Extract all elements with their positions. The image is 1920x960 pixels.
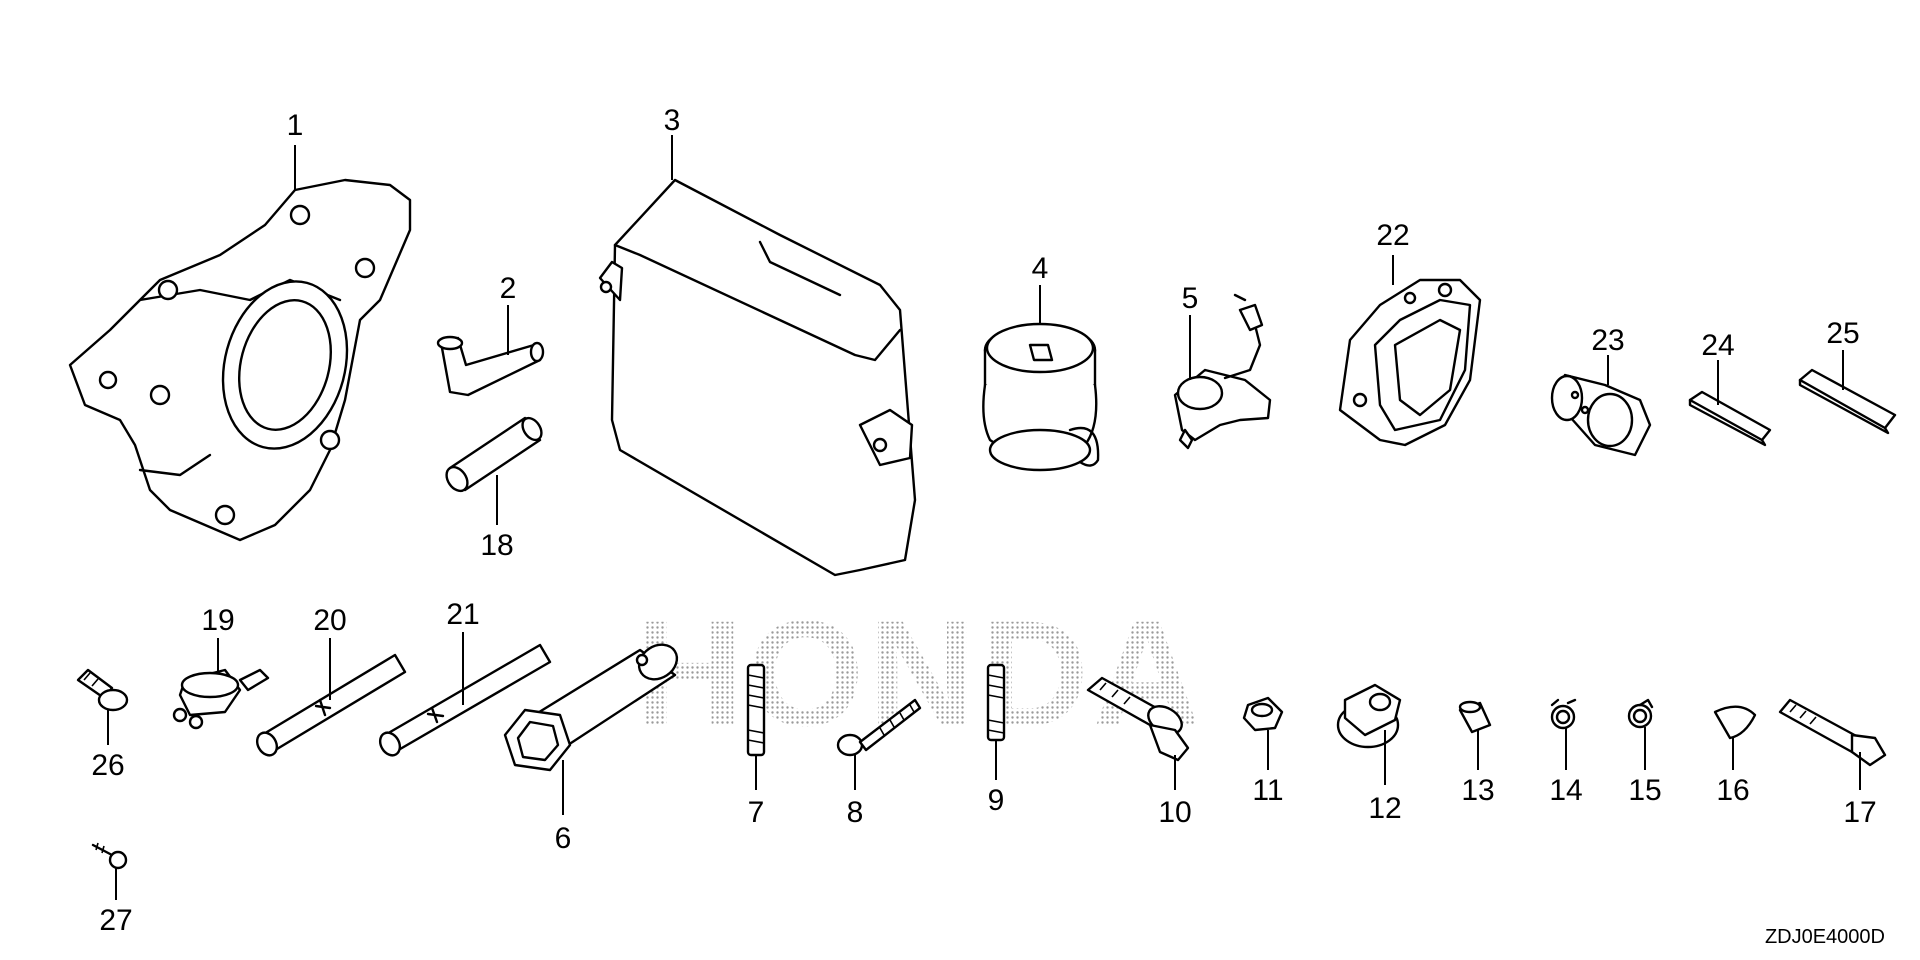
part-22-flange: [1338, 278, 1482, 447]
callout-numbers: 1 2 3 4 5 6 7 8 9 10 11 12 13 14 15 16 1…: [91, 104, 1876, 937]
part-12-flange-nut: [1336, 683, 1402, 749]
callout-21: 21: [446, 598, 479, 631]
callout-15: 15: [1628, 774, 1661, 807]
part-21-tube: [378, 643, 552, 757]
callout-5: 5: [1182, 282, 1199, 315]
callout-14: 14: [1549, 774, 1582, 807]
callout-7: 7: [748, 796, 765, 829]
part-17-bolt: [1778, 698, 1887, 767]
callout-6: 6: [555, 822, 572, 855]
callout-11: 11: [1252, 774, 1283, 807]
part-5-fuel-cock: [1173, 293, 1272, 450]
part-14-clip: [1550, 698, 1577, 730]
part-15-clip: [1627, 698, 1654, 729]
part-1-housing: [68, 178, 412, 542]
callout-13: 13: [1461, 774, 1494, 807]
callout-27: 27: [99, 904, 132, 937]
part-4-cap: [982, 322, 1100, 472]
part-20-tube: [255, 653, 407, 757]
callout-19: 19: [201, 604, 234, 637]
leader-lines: [107, 135, 1861, 900]
callout-23: 23: [1591, 324, 1624, 357]
callout-10: 10: [1158, 796, 1191, 829]
part-9-stud: [986, 663, 1006, 742]
callout-3: 3: [664, 104, 681, 137]
callout-12: 12: [1368, 792, 1401, 825]
part-25-key: [1798, 368, 1897, 435]
callout-18: 18: [480, 529, 513, 562]
part-3-cover: [598, 178, 917, 577]
callout-20: 20: [313, 604, 346, 637]
part-8-screw: [836, 698, 922, 757]
part-2-elbow-tube: [436, 335, 545, 397]
callout-16: 16: [1716, 774, 1749, 807]
diagram-code: ZDJ0E4000D: [1765, 926, 1885, 948]
callout-1: 1: [287, 109, 304, 142]
part-26-bolt: [76, 668, 129, 712]
part-13-collar: [1458, 700, 1492, 734]
callout-9: 9: [988, 784, 1005, 817]
part-11-nut: [1242, 696, 1284, 732]
callout-24: 24: [1701, 329, 1734, 362]
callout-22: 22: [1376, 219, 1409, 252]
honda-watermark: HONDA: [635, 589, 1205, 757]
part-19-switch: [172, 668, 270, 730]
callout-17: 17: [1843, 796, 1876, 829]
part-23-collar: [1550, 373, 1652, 457]
callout-4: 4: [1032, 252, 1049, 285]
callout-8: 8: [847, 796, 864, 829]
part-7-stud: [746, 663, 766, 757]
part-16-woodruff-key: [1713, 705, 1757, 740]
part-18-tube: [445, 416, 543, 493]
part-10-flange-bolt: [1086, 676, 1190, 762]
part-27-screw: [91, 842, 128, 870]
callout-26: 26: [91, 749, 124, 782]
callout-2: 2: [500, 272, 517, 305]
part-6-box-wrench: [503, 643, 679, 772]
callout-25: 25: [1826, 317, 1859, 350]
part-24-key: [1688, 390, 1772, 447]
